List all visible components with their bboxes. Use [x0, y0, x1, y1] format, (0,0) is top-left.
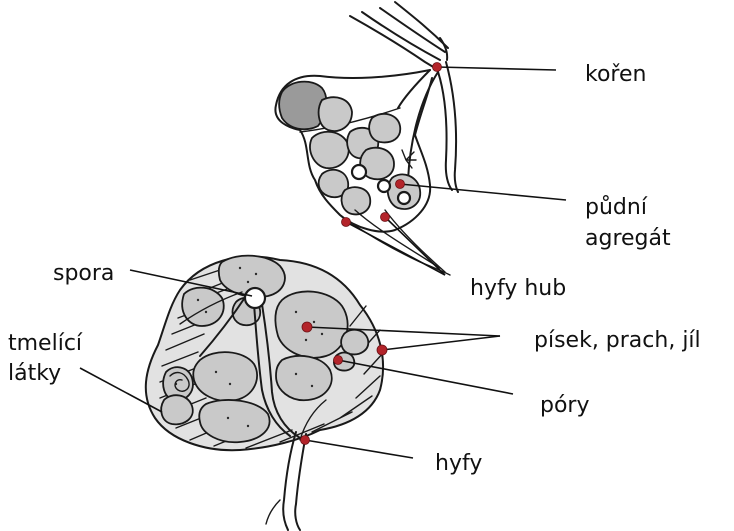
aggregate-particle: [368, 112, 402, 144]
soil-aggregate-group: [144, 254, 385, 531]
clay-particle: [160, 394, 194, 426]
leader-pory: [337, 359, 514, 395]
aggregate-particle: [340, 186, 372, 216]
leader-spora: [129, 269, 253, 297]
fungal-hypha: [179, 291, 243, 325]
leader-pisek: [306, 326, 501, 337]
leader-pisek: [381, 335, 501, 351]
hypha-tangle: [169, 371, 190, 392]
fungal-hypha: [261, 303, 301, 439]
leader-hyfy-hub: [345, 221, 446, 276]
leader-pudni-agregat: [399, 183, 567, 201]
hypha-tip: [401, 149, 417, 169]
label-hyfy: hyfy: [435, 451, 483, 476]
sand-particle: [181, 286, 225, 327]
fungal-hypha: [199, 295, 247, 357]
sand-particle: [198, 399, 271, 444]
label-tmelici-latky-1: tmelící: [8, 331, 83, 356]
aggregate-particle: [317, 96, 353, 132]
leader-tmelici-latky: [79, 367, 163, 413]
marker-dot: [380, 212, 390, 222]
sand-particle: [217, 254, 286, 298]
clay-particle: [340, 328, 370, 356]
aggregate-outline: [299, 107, 401, 133]
leader-koren: [436, 66, 557, 71]
fungal-hypha: [265, 499, 281, 525]
marker-dot: [395, 179, 405, 189]
sand-particle: [275, 355, 333, 402]
leader-hyfy-hub: [384, 216, 446, 276]
marker-dot: [432, 62, 442, 72]
aggregate-pore: [350, 163, 368, 181]
leader-hyfy: [304, 439, 414, 459]
root-main: [435, 65, 453, 191]
aggregate-particle: [309, 130, 350, 170]
marker-dot: [333, 355, 343, 365]
label-pudni-agregat-1: půdní: [585, 195, 647, 220]
fungal-hypha: [294, 433, 307, 531]
root-branch: [397, 69, 431, 109]
label-spora: spora: [53, 261, 115, 286]
aggregate-pore: [396, 190, 412, 206]
root-branch: [407, 71, 439, 181]
label-hyfy-hub: hyfy hub: [470, 276, 567, 301]
fungal-hypha: [253, 303, 291, 437]
root-main: [445, 61, 459, 193]
fungal-hypha: [299, 399, 327, 441]
label-pudni-agregat-2: agregát: [585, 226, 671, 251]
root-strand: [349, 15, 439, 71]
marker-dots: [300, 62, 442, 445]
marker-dot: [341, 217, 351, 227]
aggregate-outline: [274, 69, 433, 233]
root-aggregate-group: [274, 1, 459, 276]
label-koren: kořen: [585, 62, 647, 87]
leader-lines: [79, 66, 567, 459]
fungal-hypha: [282, 431, 297, 531]
label-pisek-prach-jil: písek, prach, jíl: [534, 328, 701, 353]
marker-dot: [301, 321, 313, 333]
marker-dot: [300, 435, 310, 445]
label-tmelici-latky-2: látky: [8, 361, 62, 386]
aggregate-particle: [278, 80, 328, 131]
root-strand: [439, 37, 449, 61]
aggregate-pore: [376, 178, 392, 194]
label-pory: póry: [540, 393, 590, 418]
root-strand: [379, 7, 446, 53]
sand-particle: [192, 351, 258, 402]
root-strand: [361, 11, 441, 61]
fungal-hypha: [339, 214, 451, 276]
marker-dot: [376, 344, 388, 356]
fungal-hypha: [354, 209, 441, 269]
fungal-hypha: [384, 209, 446, 273]
spore: [243, 286, 267, 310]
